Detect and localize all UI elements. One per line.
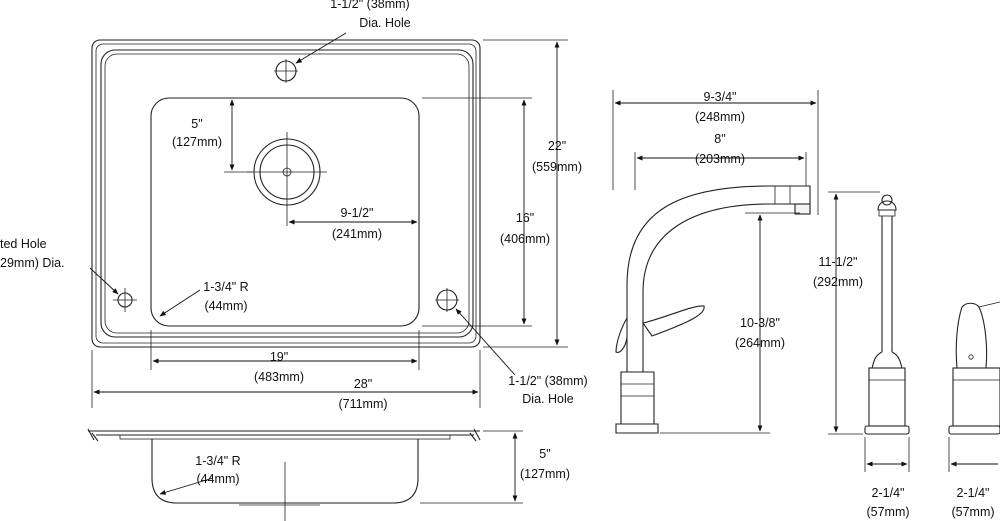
reach-label-2: (248mm) [695, 110, 745, 124]
side-hole-label-2: Dia. Hole [522, 392, 573, 406]
sink-side-view [87, 428, 523, 521]
leader-corner-radius [159, 289, 201, 317]
sprayer-base-label: 2-1/4" [872, 486, 905, 500]
leader-knockout [89, 267, 119, 295]
knockout-label: ted Hole [0, 237, 47, 251]
side-hole-label: 1-1/2" (38mm) [508, 374, 587, 388]
sprayer-view [828, 191, 910, 472]
bowl-width-label: 19" [270, 350, 288, 364]
corner-radius-label: 1-3/4" R [203, 280, 248, 294]
handle-base-label: 2-1/4" [957, 486, 990, 500]
drain-offset-label-2: (127mm) [172, 135, 222, 149]
sink-top-view [89, 32, 568, 408]
sprayer-height-label: 11-1/2" [819, 255, 858, 269]
drain-outlet [247, 132, 327, 226]
bowl-height-label: 5" [539, 447, 550, 461]
spout-height-label-2: (264mm) [735, 336, 785, 350]
side-radius-label-2: (44mm) [196, 472, 239, 486]
side-faucet-hole [435, 288, 459, 312]
faucet-view [612, 90, 819, 434]
bowl-height-label-2: (127mm) [520, 467, 570, 481]
drain-side-label: 9-1/2" [341, 206, 374, 220]
spout-reach-label-2: (203mm) [695, 152, 745, 166]
handle-view [948, 301, 1000, 472]
sink-deck [100, 49, 474, 338]
sink-deck-inner [104, 53, 470, 334]
sink-bowl [150, 97, 420, 327]
drain-side-label-2: (241mm) [332, 227, 382, 241]
spout-reach-label: 8" [714, 132, 725, 146]
top-faucet-hole [274, 59, 298, 83]
knockout-hole [113, 288, 137, 312]
bowl-width-label-2: (483mm) [254, 370, 304, 384]
handle-base-label-2: (57mm) [951, 505, 994, 519]
knockout-label-2: 29mm) Dia. [0, 256, 65, 270]
faucet-handle [642, 305, 705, 337]
reach-label: 9-3/4" [704, 90, 737, 104]
top-hole-label: 1-1/2" (38mm) [330, 0, 409, 11]
sink-rim-edge [95, 43, 477, 344]
overall-width-label-2: (711mm) [338, 397, 387, 411]
overall-width-label: 28" [354, 377, 372, 391]
sprayer-base-label-2: (57mm) [866, 505, 909, 519]
sprayer-height-label-2: (292mm) [813, 275, 863, 289]
overall-depth-label: 22" [548, 139, 566, 153]
sink-outer-rim [91, 39, 481, 348]
leader-side-hole [455, 308, 516, 376]
leader-side-radius [159, 477, 214, 495]
side-radius-label: 1-3/4" R [195, 454, 240, 468]
leader-top-hole [295, 32, 347, 64]
spout-height-label: 10-3/8" [740, 316, 780, 330]
corner-radius-label-2: (44mm) [204, 299, 247, 313]
overall-depth-label-2: (559mm) [532, 160, 582, 174]
drain-offset-label: 5" [191, 117, 202, 131]
bowl-depth-label: 16" [516, 211, 534, 225]
bowl-depth-label-2: (406mm) [500, 232, 550, 246]
top-hole-label-2: Dia. Hole [359, 16, 410, 30]
